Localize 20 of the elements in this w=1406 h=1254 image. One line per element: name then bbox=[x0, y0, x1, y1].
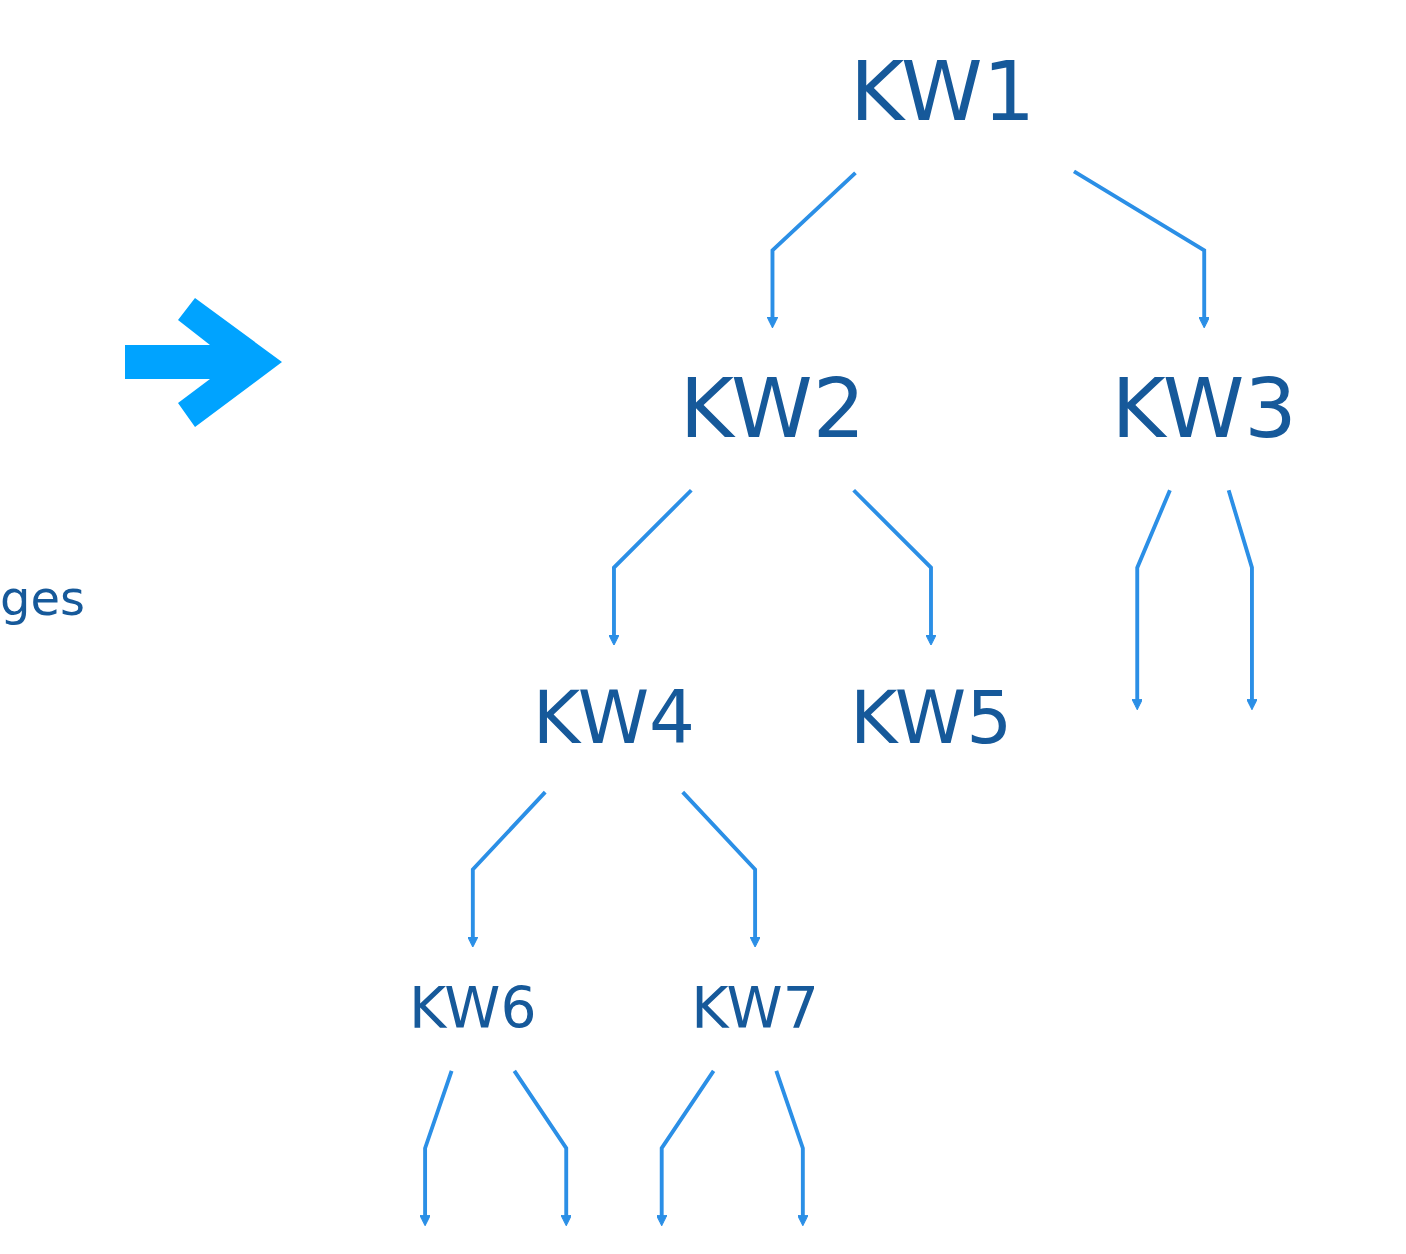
arrow bbox=[1131, 489, 1172, 711]
arrow bbox=[1072, 169, 1210, 329]
arrow bbox=[419, 1070, 454, 1227]
node-text: KW7 bbox=[691, 975, 819, 1042]
node-text: KW1 bbox=[849, 43, 1036, 140]
node-text: KW2 bbox=[679, 361, 866, 457]
arrow bbox=[774, 1070, 809, 1227]
node-text: KW4 bbox=[532, 676, 696, 760]
arrow bbox=[467, 790, 547, 948]
arrow bbox=[512, 1069, 572, 1227]
arrow bbox=[766, 171, 857, 329]
node-text: KW3 bbox=[1111, 361, 1297, 457]
arrow bbox=[1226, 489, 1258, 711]
arrow bbox=[656, 1069, 716, 1227]
node-text: KW5 bbox=[849, 676, 1013, 760]
arrow bbox=[681, 790, 761, 948]
node-text: KW6 bbox=[409, 975, 537, 1042]
text-label: ges bbox=[0, 570, 85, 626]
arrow bbox=[852, 488, 937, 646]
arrow bbox=[608, 488, 693, 646]
